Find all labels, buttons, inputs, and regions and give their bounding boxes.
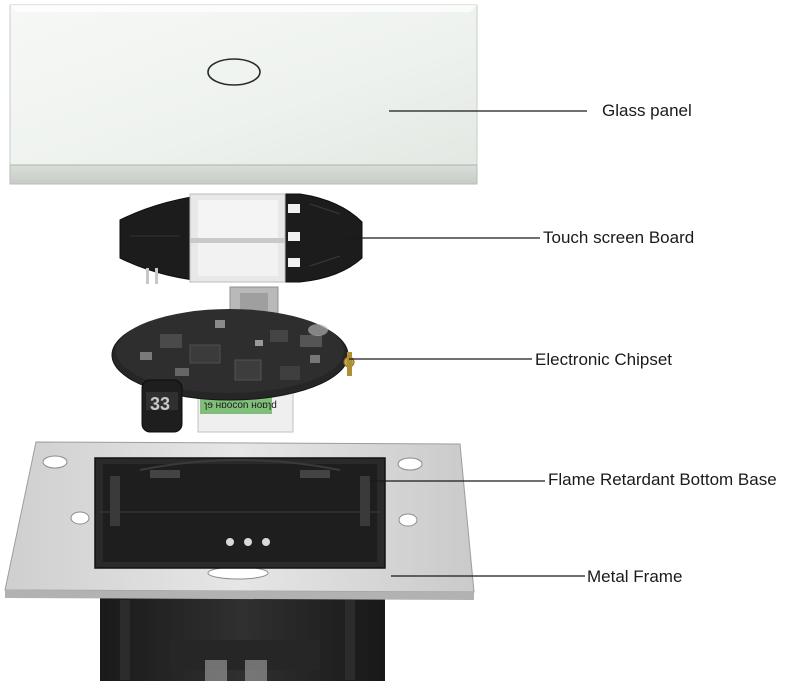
leader-lines bbox=[345, 110, 587, 577]
frame-mount-hole bbox=[42, 455, 68, 469]
glass-panel bbox=[9, 4, 478, 185]
board-pin bbox=[146, 268, 149, 284]
frame-mount-hole bbox=[207, 566, 269, 580]
touch-button-ring-icon bbox=[207, 58, 261, 86]
bottom-base-housing bbox=[100, 585, 385, 681]
touch-screen-board bbox=[119, 193, 363, 284]
frame-mount-hole bbox=[70, 511, 90, 525]
label-touch-screen-board: Touch screen Board bbox=[543, 228, 695, 247]
electronic-chipset: ɿɘ ʜɒocon ʜoɒɿd 33 bbox=[111, 286, 355, 433]
label-metal-frame: Metal Frame bbox=[587, 567, 683, 586]
label-flame-retardant-bottom-base: Flame Retardant Bottom Base bbox=[548, 470, 777, 489]
capacitor: 33 bbox=[141, 379, 183, 433]
label-glass-panel: Glass panel bbox=[602, 101, 692, 120]
module-marking-text: ɿɘ ʜɒocon ʜoɒɿd bbox=[204, 400, 277, 411]
frame-mount-hole bbox=[397, 457, 423, 471]
board-pin bbox=[155, 268, 158, 284]
flame-retardant-bottom-base bbox=[94, 457, 386, 569]
frame-mount-hole bbox=[398, 513, 418, 527]
capacitor-marking-text: 33 bbox=[150, 394, 170, 414]
label-electronic-chipset: Electronic Chipset bbox=[535, 350, 673, 369]
